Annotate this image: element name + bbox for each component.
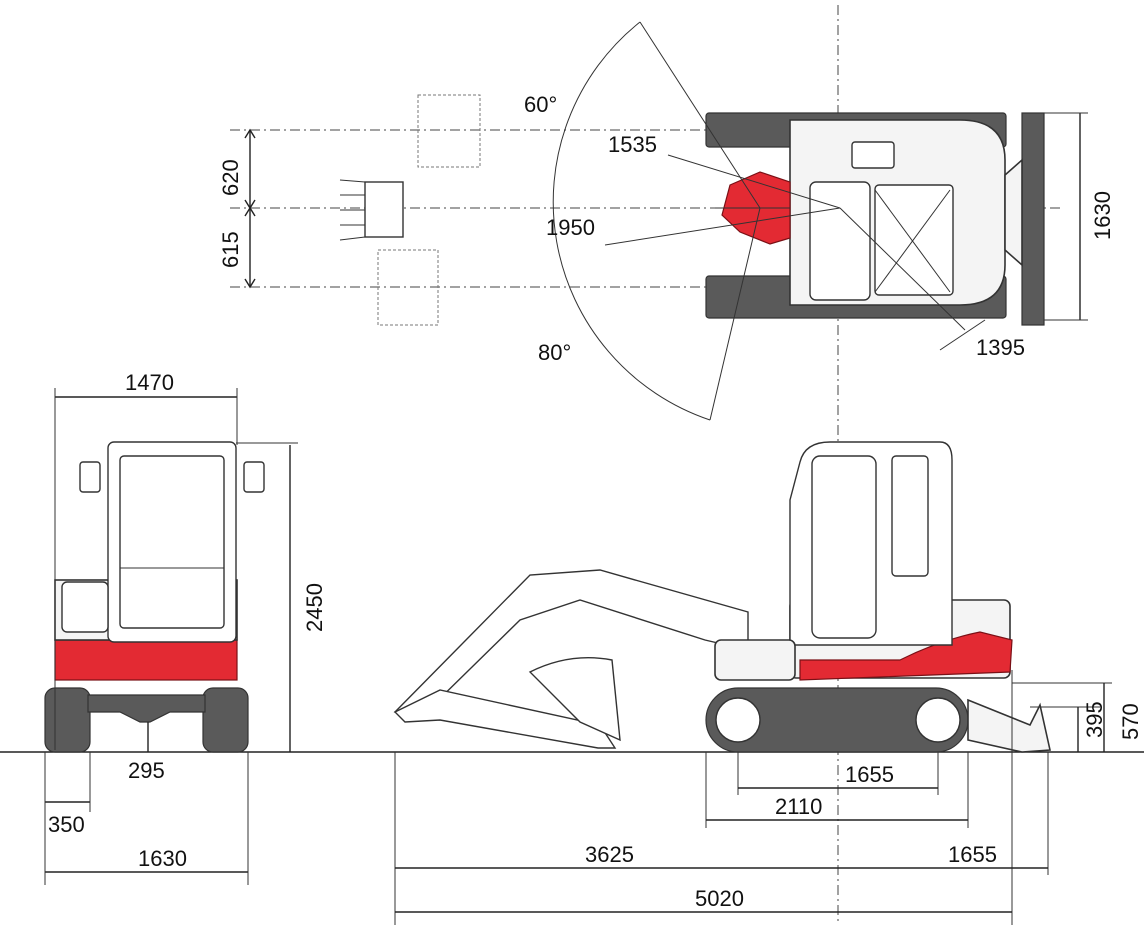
front-clearance-label: 295	[128, 758, 165, 783]
side-rear-label: 1655	[948, 842, 997, 867]
top-swing-arc	[552, 21, 711, 421]
side-cab-window	[811, 455, 877, 639]
top-reach-1-label: 1535	[608, 132, 657, 157]
top-offset-right-label: 615	[218, 231, 243, 268]
front-overall-width-label: 1630	[138, 846, 187, 871]
top-offset-arrows	[244, 128, 256, 289]
side-tumbler-label: 1655	[845, 762, 894, 787]
top-bucket-ghost-upper	[417, 94, 481, 168]
top-offset-left-label: 620	[218, 159, 243, 196]
side-arm	[393, 689, 617, 749]
top-tail-radius-tick	[939, 319, 986, 351]
front-cab-width-label: 1470	[125, 370, 174, 395]
side-blade-height-label: 395	[1082, 701, 1107, 738]
top-reach-1535-line	[667, 154, 841, 209]
side-blade-depth-label: 570	[1118, 703, 1143, 740]
side-swing-bracket	[714, 639, 796, 681]
front-body-red	[54, 639, 238, 681]
side-track-label: 2110	[775, 794, 822, 819]
side-overall-label: 5020	[695, 886, 744, 911]
top-hood-x2	[874, 189, 951, 293]
top-bucket-teeth	[339, 179, 366, 241]
side-idler	[715, 697, 761, 743]
side-blade	[967, 698, 1051, 753]
top-blade	[1021, 112, 1045, 326]
top-swing-right-label: 80°	[538, 340, 571, 365]
top-reach-1950-line	[604, 207, 841, 246]
top-bucket-center	[364, 181, 404, 238]
top-tail-radius-line	[839, 207, 966, 331]
side-bucket	[528, 657, 621, 742]
top-cab	[809, 181, 871, 301]
side-view: 1655 2110 3625 1655 5020 395 570	[393, 441, 1143, 925]
front-undercarriage	[87, 694, 206, 723]
top-swing-left-label: 60°	[524, 92, 557, 117]
front-track-right	[202, 687, 249, 753]
top-swing-ray-right	[709, 207, 761, 421]
front-view: 1470 2450 295 350 1630	[44, 370, 327, 885]
top-blade-width-label: 1630	[1090, 191, 1115, 240]
side-cab-rear-window	[891, 455, 929, 577]
front-mirror-left	[79, 461, 101, 493]
top-reach-2-label: 1950	[546, 215, 595, 240]
front-cab-glass	[119, 455, 225, 629]
top-blade-arm	[1004, 158, 1023, 267]
side-front-label: 3625	[585, 842, 634, 867]
top-bucket-ghost-lower	[377, 249, 439, 326]
front-mirror-right	[243, 461, 265, 493]
top-tank	[851, 141, 895, 169]
top-view: 60° 80° 620 615 1535 1950 1395 1630	[218, 21, 1115, 421]
front-track-left	[44, 687, 91, 753]
side-sprocket	[915, 697, 961, 743]
front-control-box	[61, 581, 109, 633]
front-height-label: 2450	[302, 583, 327, 632]
front-track-width-label: 350	[48, 812, 85, 837]
top-tail-radius-label: 1395	[976, 335, 1025, 360]
